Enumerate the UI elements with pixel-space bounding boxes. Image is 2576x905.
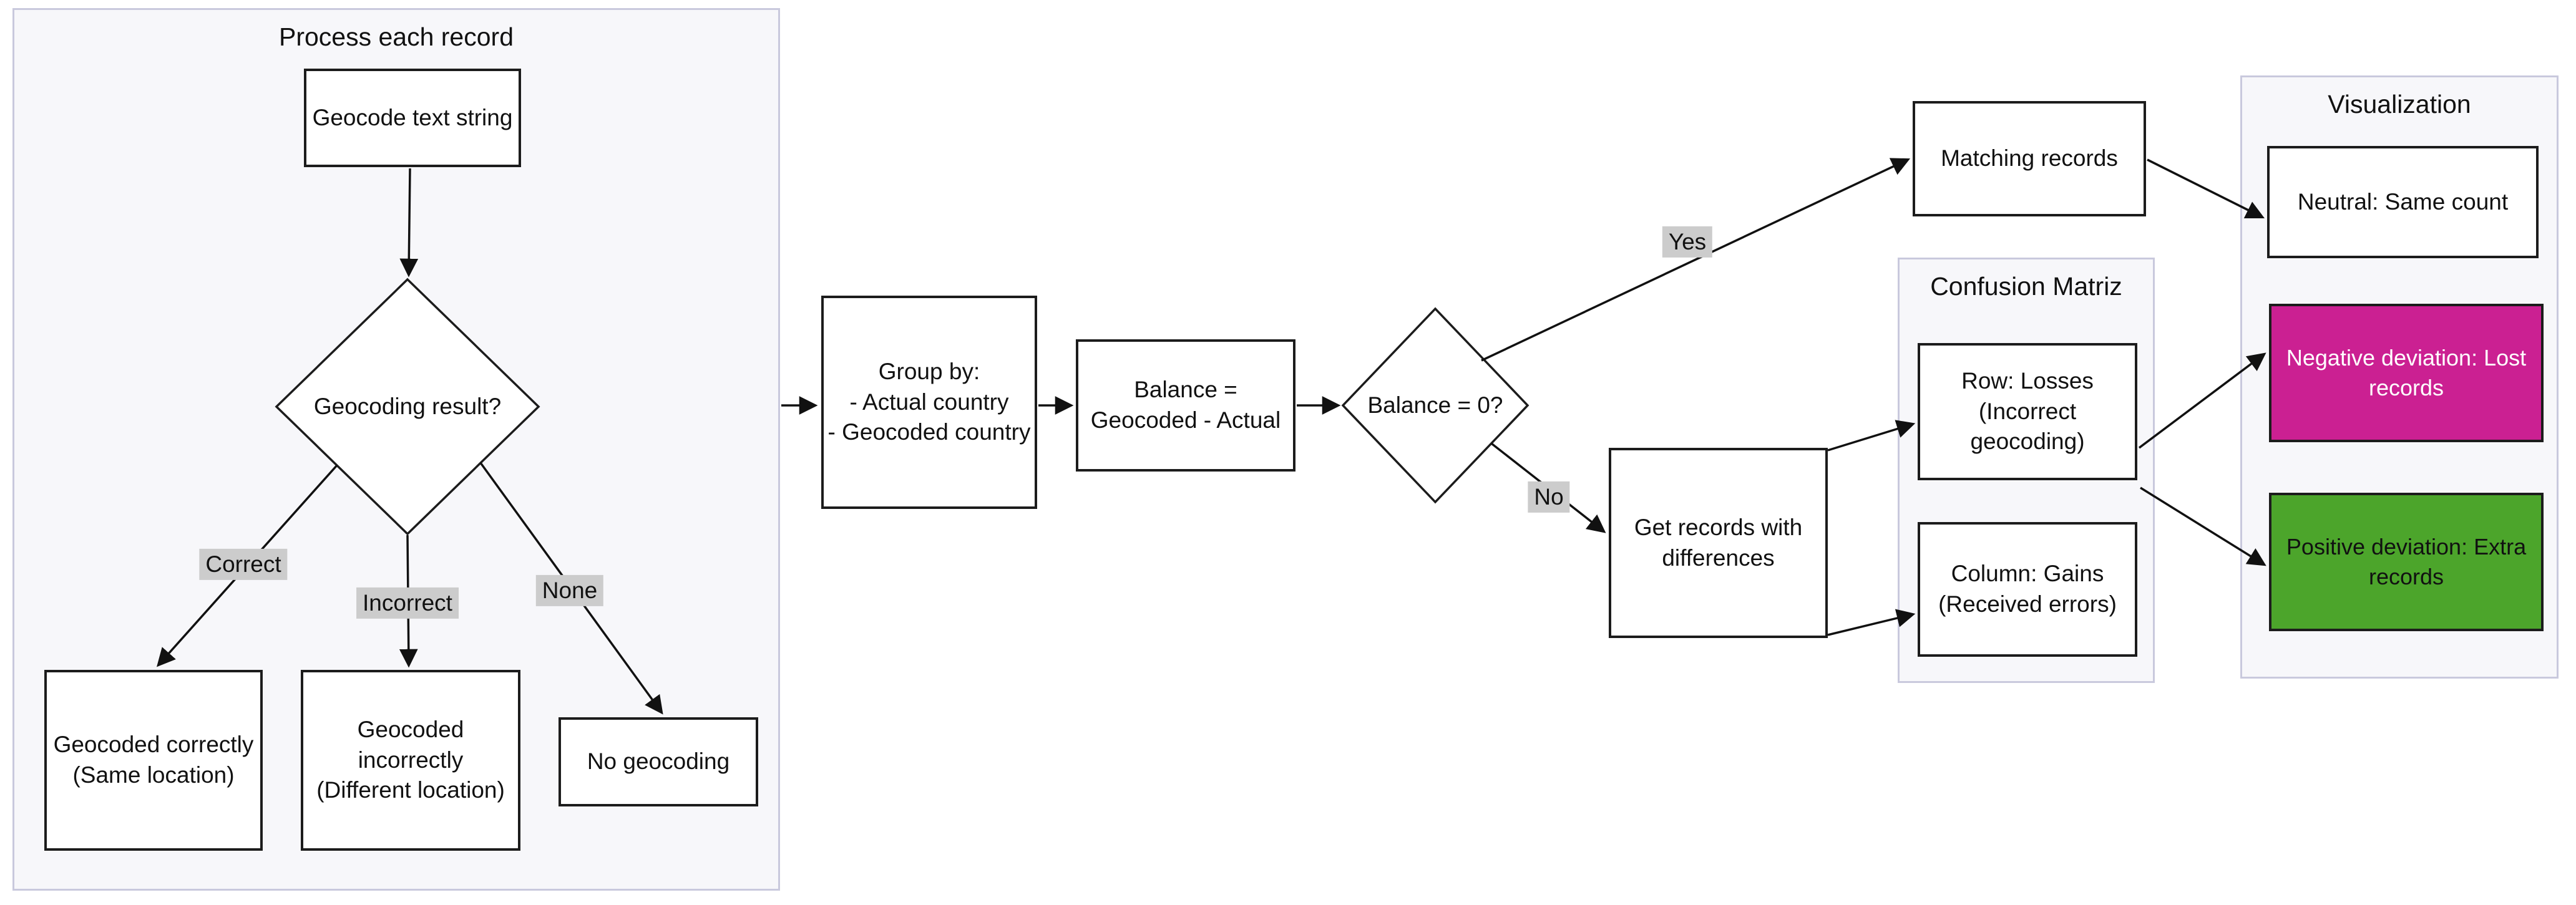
balance-formula-node: Balance = Geocoded - Actual [1076, 339, 1295, 472]
edge-label-none: None [535, 574, 604, 607]
arrow-rowlosses-to-positive [2140, 486, 2266, 566]
edge-label-yes: Yes [1662, 226, 1713, 258]
arrow-rowlosses-to-negative [2138, 352, 2266, 449]
edge-label-correct: Correct [199, 548, 288, 581]
balance-zero-diamond [1341, 307, 1530, 504]
positive-deviation-node: Positive deviation: Extra records [2269, 493, 2544, 631]
geocoding-result-diamond [275, 278, 540, 536]
edge-label-no: No [1528, 481, 1570, 513]
arrow-yes-to-matching [1481, 158, 1911, 362]
edge-label-incorrect: Incorrect [356, 587, 459, 619]
geocoded-incorrectly-node: Geocoded incorrectly (Different location… [301, 670, 520, 851]
visualization-title: Visualization [2328, 90, 2471, 119]
process-container-title: Process each record [278, 22, 514, 51]
negative-deviation-node: Negative deviation: Lost records [2269, 304, 2544, 442]
column-gains-node: Column: Gains (Received errors) [1918, 522, 2137, 657]
neutral-same-count-node: Neutral: Same count [2267, 146, 2539, 258]
row-losses-node: Row: Losses (Incorrect geocoding) [1918, 343, 2137, 480]
arrow-matching-to-neutral [2147, 158, 2265, 218]
arrow-geocode-to-result [399, 168, 419, 278]
no-geocoding-node: No geocoding [559, 717, 758, 806]
group-by-node: Group by: - Actual country - Geocoded co… [821, 296, 1037, 509]
geocoded-correctly-node: Geocoded correctly (Same location) [44, 670, 263, 851]
geocode-text-string-node: Geocode text string [304, 69, 521, 167]
confusion-matrix-title: Confusion Matriz [1930, 272, 2122, 301]
arrow-getrecords-to-columngains [1827, 609, 1916, 636]
get-records-node: Get records with differences [1609, 448, 1828, 638]
arrow-getrecords-to-rowlosses [1827, 420, 1916, 452]
matching-records-node: Matching records [1913, 101, 2146, 216]
